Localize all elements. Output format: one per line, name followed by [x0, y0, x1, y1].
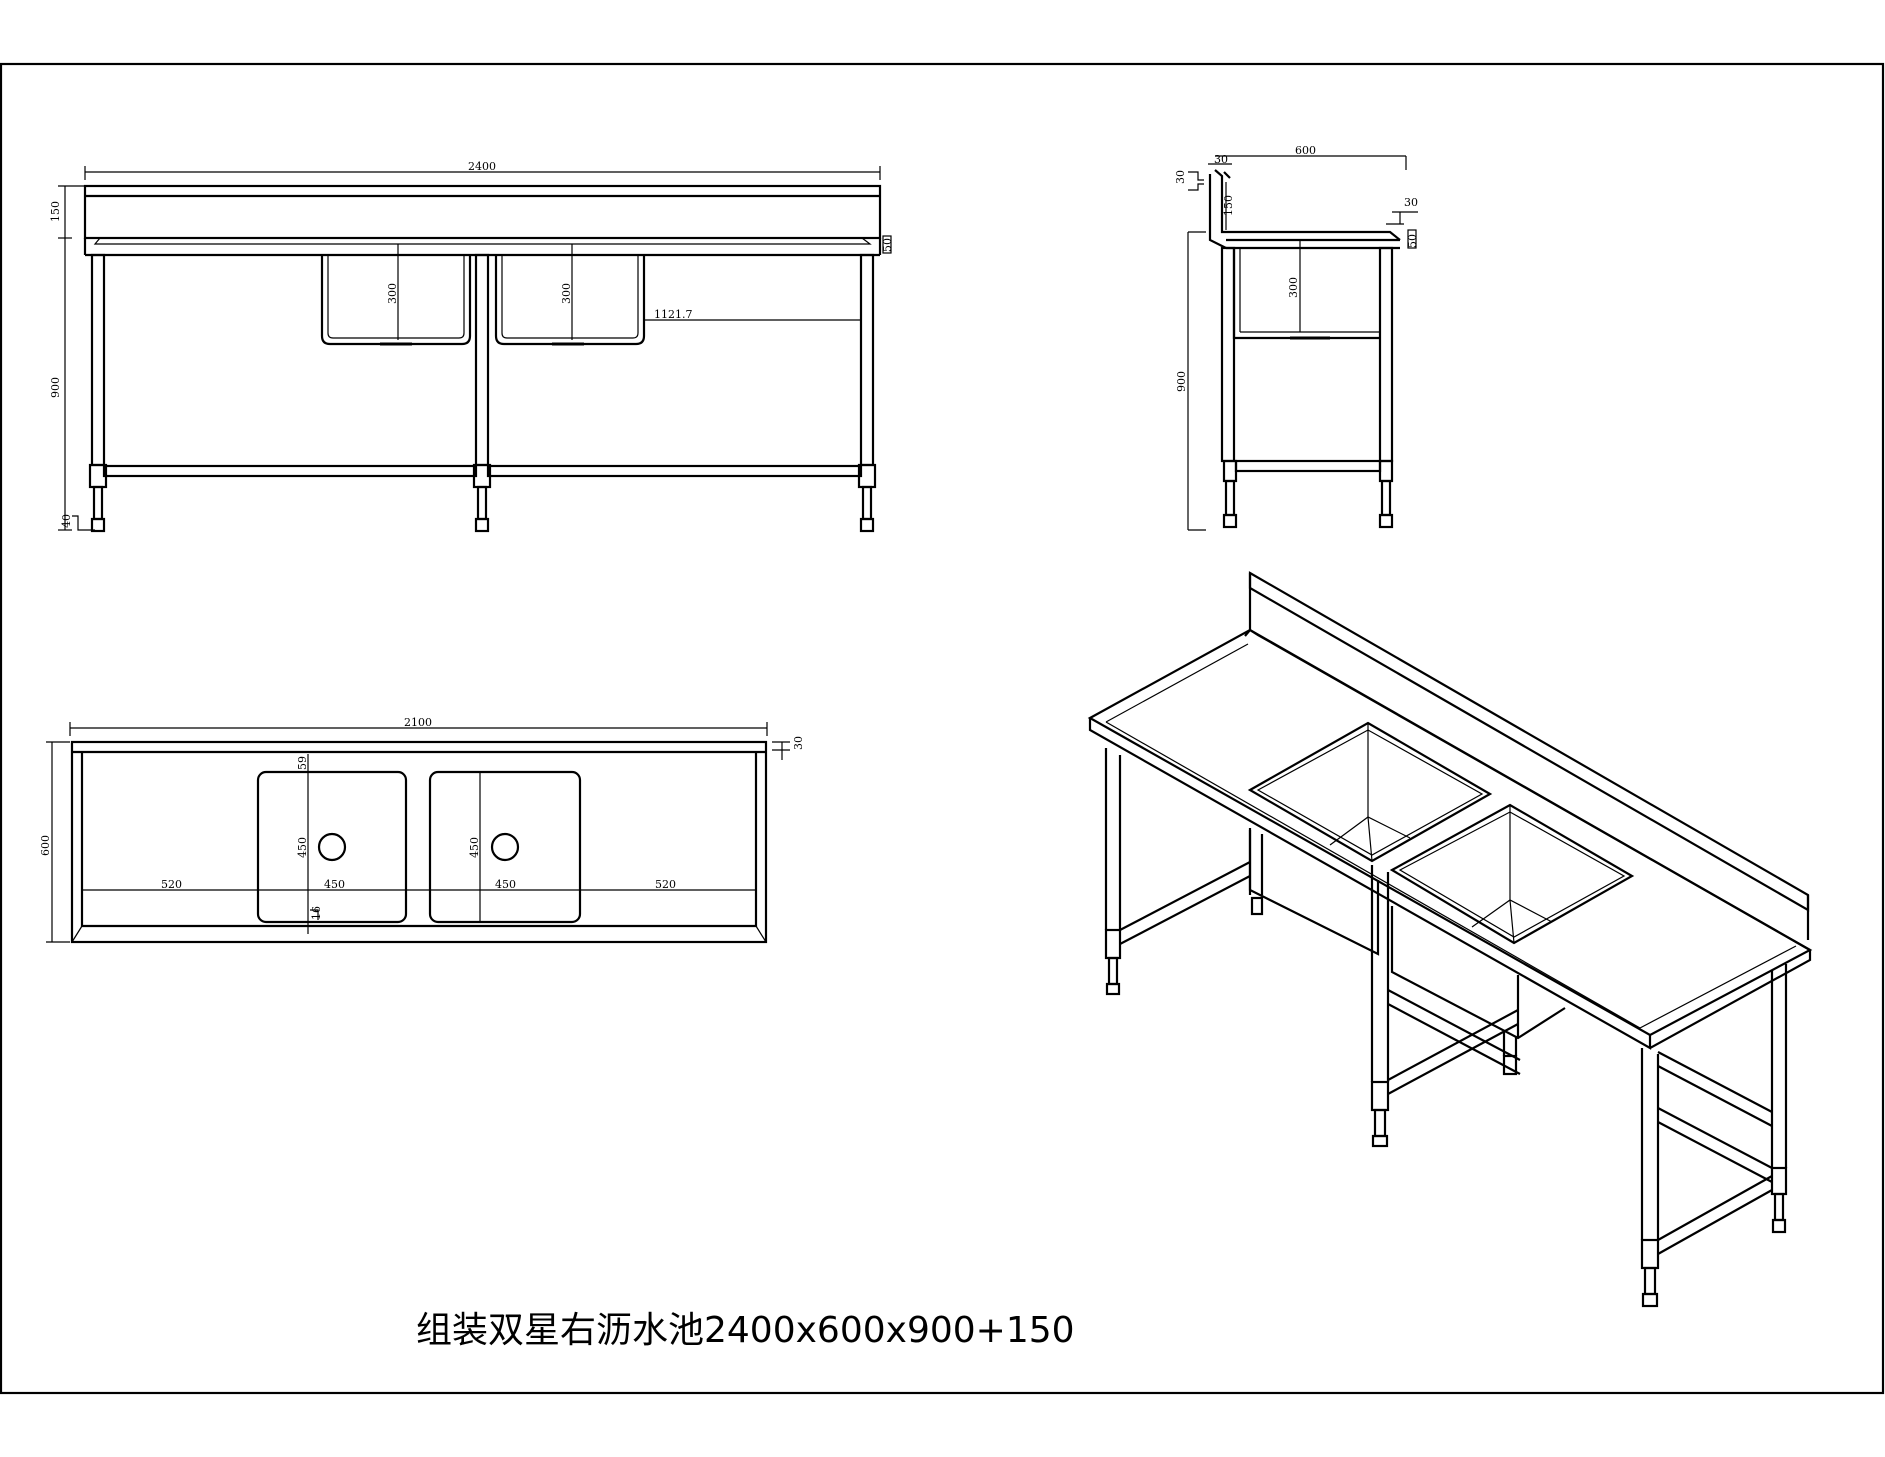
sheet-border: [0, 62, 1885, 1395]
top-drainboard-left-label: 520: [161, 878, 182, 891]
side-depth-label: 600: [1295, 144, 1316, 157]
front-backsplash-label: 150: [49, 201, 62, 222]
front-width-label: 2400: [468, 160, 496, 173]
front-crossbar-label: 1121.7: [654, 308, 693, 321]
top-bowl-left-depth-label: 450: [296, 837, 309, 858]
top-bowl-right-width-label: 450: [495, 878, 516, 891]
isometric-view: [1087, 571, 1813, 1308]
front-height-label: 900: [49, 377, 62, 398]
top-depth-label: 600: [39, 835, 52, 856]
front-view: 2400 150 900 40 50: [49, 160, 894, 533]
side-backsplash-label: 150: [1222, 195, 1235, 216]
side-flange-top-label: 30: [1214, 153, 1228, 166]
front-edge-label: 50: [881, 238, 894, 252]
side-lip-top-label: 30: [1404, 196, 1418, 209]
top-bowl-offset-top-label: 59: [296, 756, 309, 770]
side-lip-side-label: 30: [1174, 170, 1187, 184]
side-bowl-depth-label: 300: [1287, 277, 1300, 298]
front-foot-label: 40: [60, 514, 73, 528]
side-height-label: 900: [1175, 371, 1188, 392]
top-lip-label: 30: [792, 736, 805, 750]
front-bowl-left-depth-label: 300: [386, 283, 399, 304]
front-bowl-right-depth-label: 300: [560, 283, 573, 304]
top-length-label: 2100: [404, 716, 432, 729]
top-bowl-left-width-label: 450: [324, 878, 345, 891]
side-view: 600 30 30 150 30 50 900: [1174, 144, 1419, 531]
side-edge-label: 50: [1406, 234, 1419, 248]
top-bowl-offset-bottom-label: 16: [310, 906, 323, 920]
top-bowl-right-depth-label: 450: [468, 837, 481, 858]
drawing-title: 组装双星右沥水池2400x600x900+150: [416, 1310, 1075, 1351]
top-view: 2100 30 600 59 450 16 450 520 450 450 5: [39, 716, 805, 944]
top-drainboard-right-label: 520: [655, 878, 676, 891]
